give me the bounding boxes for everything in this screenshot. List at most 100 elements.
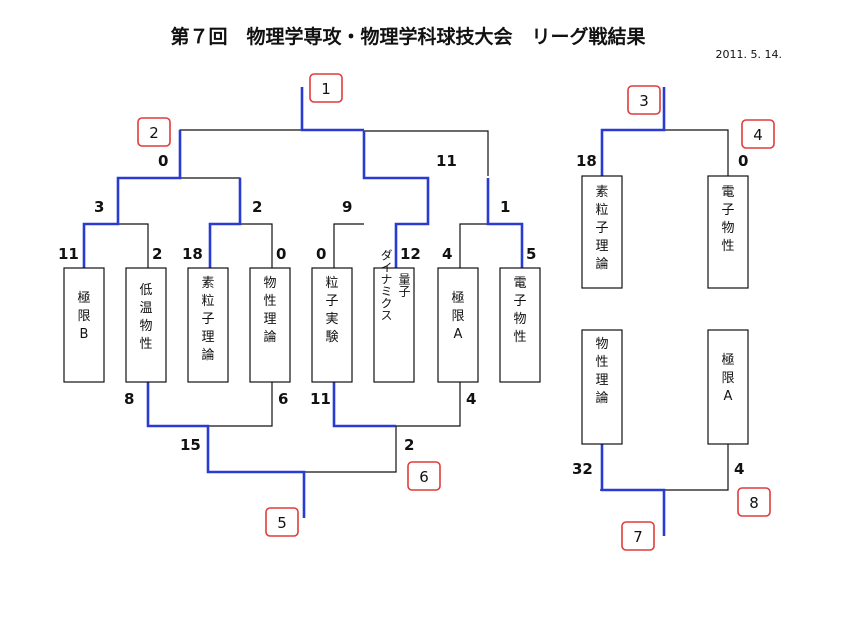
team-name: 子 — [595, 221, 608, 236]
score-label: 4 — [442, 245, 452, 263]
score-label: 4 — [734, 460, 744, 478]
left-team-names: 極 限 B 低 温 物 性 素 粒 子 理 論 物 性 理 論 粒 子 実 験 … — [77, 249, 526, 363]
team-name: 論 — [595, 256, 608, 272]
left-second-round-scores: 3 2 9 1 — [94, 198, 510, 216]
team-name: 電 — [721, 185, 734, 200]
team-name: 性 — [595, 355, 608, 370]
score-label: 0 — [158, 152, 168, 170]
team-name: 限 — [451, 309, 464, 324]
score-label: 11 — [436, 152, 457, 170]
team-box-bussei-riron — [249, 267, 291, 383]
game-number-box — [137, 117, 171, 147]
team-box-soryushi-riron — [187, 267, 229, 383]
score-label: 5 — [526, 245, 536, 263]
game-number: 6 — [419, 468, 429, 486]
team-name: 実 — [325, 311, 338, 327]
right-team-names: 素 粒 子 理 論 電 子 物 性 物 性 理 論 極 限 A — [595, 185, 734, 406]
score-label: 18 — [576, 152, 597, 170]
team-box-soryushi-riron-right — [581, 175, 623, 289]
team-name: 限 — [721, 371, 734, 386]
game-number: 7 — [633, 528, 643, 546]
team-name: 論 — [201, 347, 214, 363]
team-name: 理 — [201, 330, 214, 345]
team-name: 温 — [139, 301, 152, 316]
team-name: 物 — [721, 221, 734, 236]
team-name: 性 — [139, 337, 152, 352]
right-game-number-boxes: 3 4 7 8 — [621, 85, 775, 551]
score-label: 4 — [466, 390, 476, 408]
team-name: 子 — [721, 203, 734, 218]
team-name: 性 — [263, 294, 276, 309]
team-name: 量子 — [397, 273, 411, 297]
team-box-gokugen-a — [437, 267, 479, 383]
team-box-bussei-riron-right — [581, 329, 623, 445]
team-name: B — [80, 327, 89, 342]
left-bracket-winner-paths — [82, 87, 524, 518]
team-name: 物 — [513, 312, 526, 327]
team-name: 極 — [721, 352, 734, 368]
team-name: 子 — [325, 294, 338, 309]
team-name: A — [454, 327, 463, 342]
team-name: 極 — [77, 290, 90, 306]
team-name: 性 — [721, 239, 734, 254]
left-bracket-lines — [118, 129, 489, 473]
score-label: 15 — [180, 436, 201, 454]
team-name: A — [724, 389, 733, 404]
team-name: 物 — [263, 276, 276, 291]
losers-bracket-scores: 8 6 11 4 15 2 — [124, 390, 476, 454]
score-label: 12 — [400, 245, 421, 263]
left-final-scores: 0 11 — [158, 152, 457, 170]
team-name: 性 — [513, 330, 526, 345]
team-name: 理 — [263, 312, 276, 327]
team-box-gokugen-a-right — [707, 329, 749, 445]
team-name: 物 — [595, 337, 608, 352]
team-name: ダイナミクス — [379, 249, 393, 321]
score-label: 2 — [404, 436, 414, 454]
score-label: 0 — [276, 245, 286, 263]
left-game-number-boxes: 1 2 5 6 — [137, 73, 441, 537]
score-label: 9 — [342, 198, 352, 216]
game-number-box — [265, 507, 299, 537]
team-name: 粒 — [325, 276, 338, 291]
score-label: 2 — [252, 198, 262, 216]
score-label: 0 — [316, 245, 326, 263]
team-name: 子 — [513, 294, 526, 309]
team-name: 論 — [263, 329, 276, 345]
score-label: 0 — [738, 152, 748, 170]
score-label: 1 — [500, 198, 510, 216]
team-box-denshi-bussei-right — [707, 175, 749, 289]
score-label: 3 — [94, 198, 104, 216]
team-name: 論 — [595, 390, 608, 406]
team-name: 粒 — [201, 294, 214, 309]
left-first-round-scores: 11 2 18 0 0 12 4 5 — [58, 245, 536, 263]
game-number-box — [621, 521, 655, 551]
game-number: 2 — [149, 124, 159, 142]
team-name: 極 — [451, 290, 464, 306]
team-box-ryushi-jikken — [311, 267, 353, 383]
right-scores: 18 0 32 4 — [572, 152, 748, 478]
team-name: 物 — [139, 319, 152, 334]
team-name: 理 — [595, 239, 608, 254]
game-number: 4 — [753, 126, 763, 144]
team-name: 粒 — [595, 203, 608, 218]
score-label: 6 — [278, 390, 288, 408]
game-number-box — [407, 461, 441, 491]
team-name: 素 — [201, 276, 214, 291]
game-number: 5 — [277, 514, 287, 532]
score-label: 8 — [124, 390, 134, 408]
game-number: 1 — [321, 80, 331, 98]
team-name: 素 — [595, 185, 608, 200]
score-label: 32 — [572, 460, 593, 478]
team-name: 限 — [77, 309, 90, 324]
team-name: 理 — [595, 373, 608, 388]
right-bracket-lines — [600, 87, 729, 536]
event-date: 2011. 5. 14. — [716, 48, 782, 61]
score-label: 11 — [58, 245, 79, 263]
team-box-denshi-bussei — [499, 267, 541, 383]
team-box-ryoshi-dynamics — [373, 267, 415, 383]
team-name: 低 — [139, 283, 152, 298]
score-label: 2 — [152, 245, 162, 263]
game-number-box — [737, 487, 771, 517]
team-box-teion-bussei — [125, 267, 167, 383]
